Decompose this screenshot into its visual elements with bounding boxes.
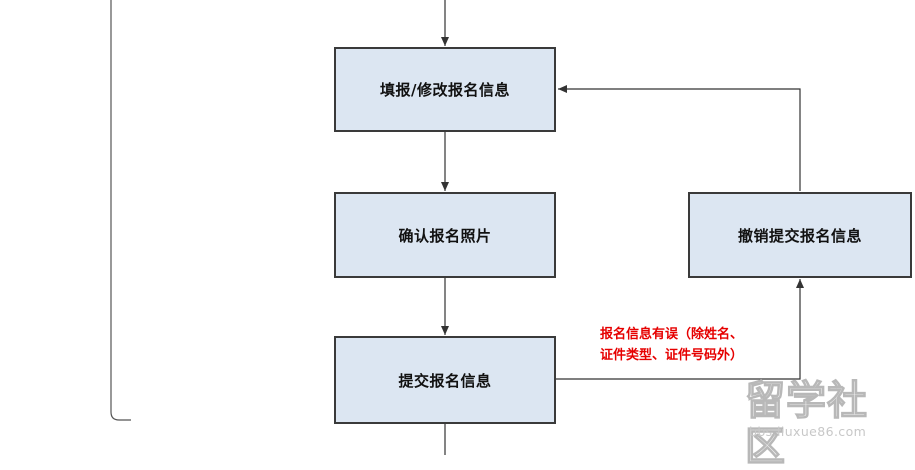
watermark-url: bbs.liuxue86.com [749,424,867,439]
arrow-revoke-to-fill [558,85,801,191]
node-submit: 提交报名信息 [334,336,556,424]
error-condition-note: 报名信息有误（除姓名、 证件类型、证件号码外） [600,324,743,366]
node-revoke-label: 撤销提交报名信息 [737,226,862,245]
arrow-submit-to-revoke [556,279,804,380]
node-confirm-photo: 确认报名照片 [334,192,556,278]
node-fill-modify: 填报/修改报名信息 [334,47,556,132]
error-condition-line1: 报名信息有误（除姓名、 [600,327,744,342]
flow-connectors [110,0,804,455]
watermark-logo: 留学社区 bbs.liuxue86.com [744,377,905,470]
node-confirm-photo-label: 确认报名照片 [398,226,492,245]
node-submit-label: 提交报名信息 [398,371,492,390]
left-bracket-line [110,0,131,421]
node-revoke: 撤销提交报名信息 [688,192,912,278]
node-fill-modify-label: 填报/修改报名信息 [380,81,510,99]
error-condition-line2: 证件类型、证件号码外） [600,348,744,363]
